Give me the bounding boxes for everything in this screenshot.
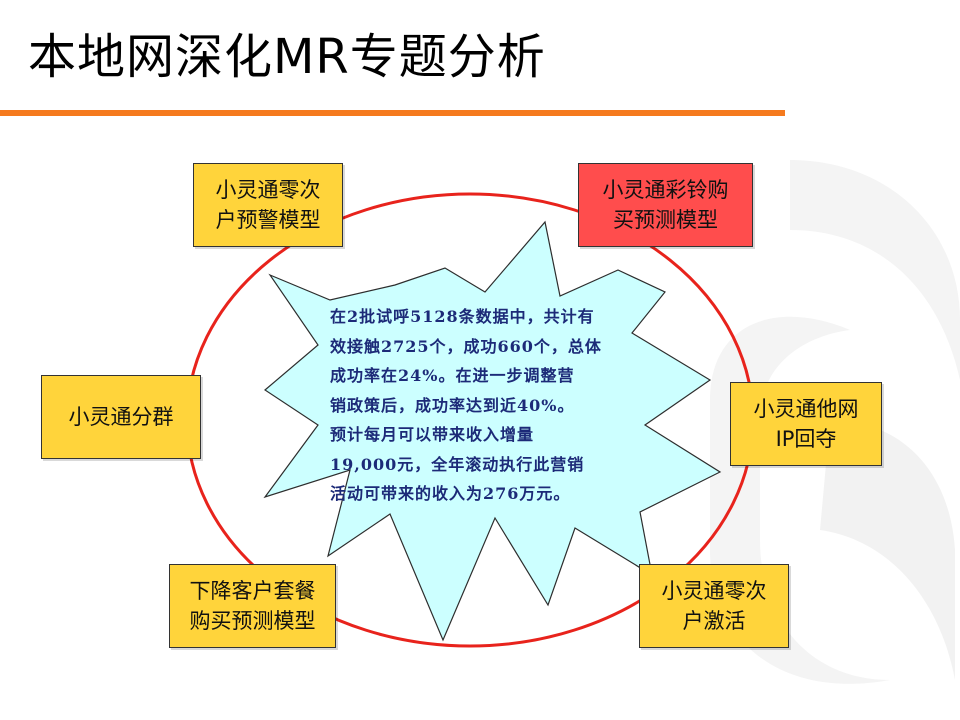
burst-line: 19,000元，全年滚动执行此营销 xyxy=(330,454,585,474)
node-line: 小灵通彩铃购 xyxy=(602,178,729,202)
burst-line: 效接触2725个，成功660个，总体 xyxy=(330,336,602,356)
burst-summary-text: 在2批试呼5128条数据中，共计有 效接触2725个，成功660个，总体 成功率… xyxy=(330,302,642,509)
node-line: 小灵通他网 xyxy=(753,397,859,421)
node-ringtone-purchase-model: 小灵通彩铃购 买预测模型 xyxy=(578,163,753,247)
node-zero-activation: 小灵通零次 户激活 xyxy=(639,564,789,648)
starburst xyxy=(263,220,722,642)
node-line: IP回夺 xyxy=(775,427,837,451)
title-rule xyxy=(0,110,785,116)
node-downgrade-package-model: 下降客户套餐 购买预测模型 xyxy=(169,564,336,648)
node-line: 买预测模型 xyxy=(613,208,718,232)
node-ip-winback: 小灵通他网 IP回夺 xyxy=(730,382,882,466)
node-line: 户激活 xyxy=(682,609,746,633)
node-line: 购买预测模型 xyxy=(189,609,316,633)
node-line: 下降客户套餐 xyxy=(189,579,316,603)
burst-line: 销政策后，成功率达到近40%。 xyxy=(330,395,575,415)
node-segmentation: 小灵通分群 xyxy=(41,375,201,459)
node-line: 小灵通零次 xyxy=(215,178,321,202)
node-zero-warning-model: 小灵通零次 户预警模型 xyxy=(193,163,343,247)
slide-title: 本地网深化MR专题分析 xyxy=(28,29,546,85)
node-line: 小灵通分群 xyxy=(68,405,174,429)
burst-line: 在2批试呼5128条数据中，共计有 xyxy=(330,307,595,326)
burst-line: 活动可带来的收入为276万元。 xyxy=(330,484,571,503)
burst-line: 成功率在24%。在进一步调整营 xyxy=(330,366,575,385)
node-line: 小灵通零次 xyxy=(661,579,767,603)
node-line: 户预警模型 xyxy=(215,208,321,232)
burst-line: 预计每月可以带来收入增量 xyxy=(330,425,535,444)
